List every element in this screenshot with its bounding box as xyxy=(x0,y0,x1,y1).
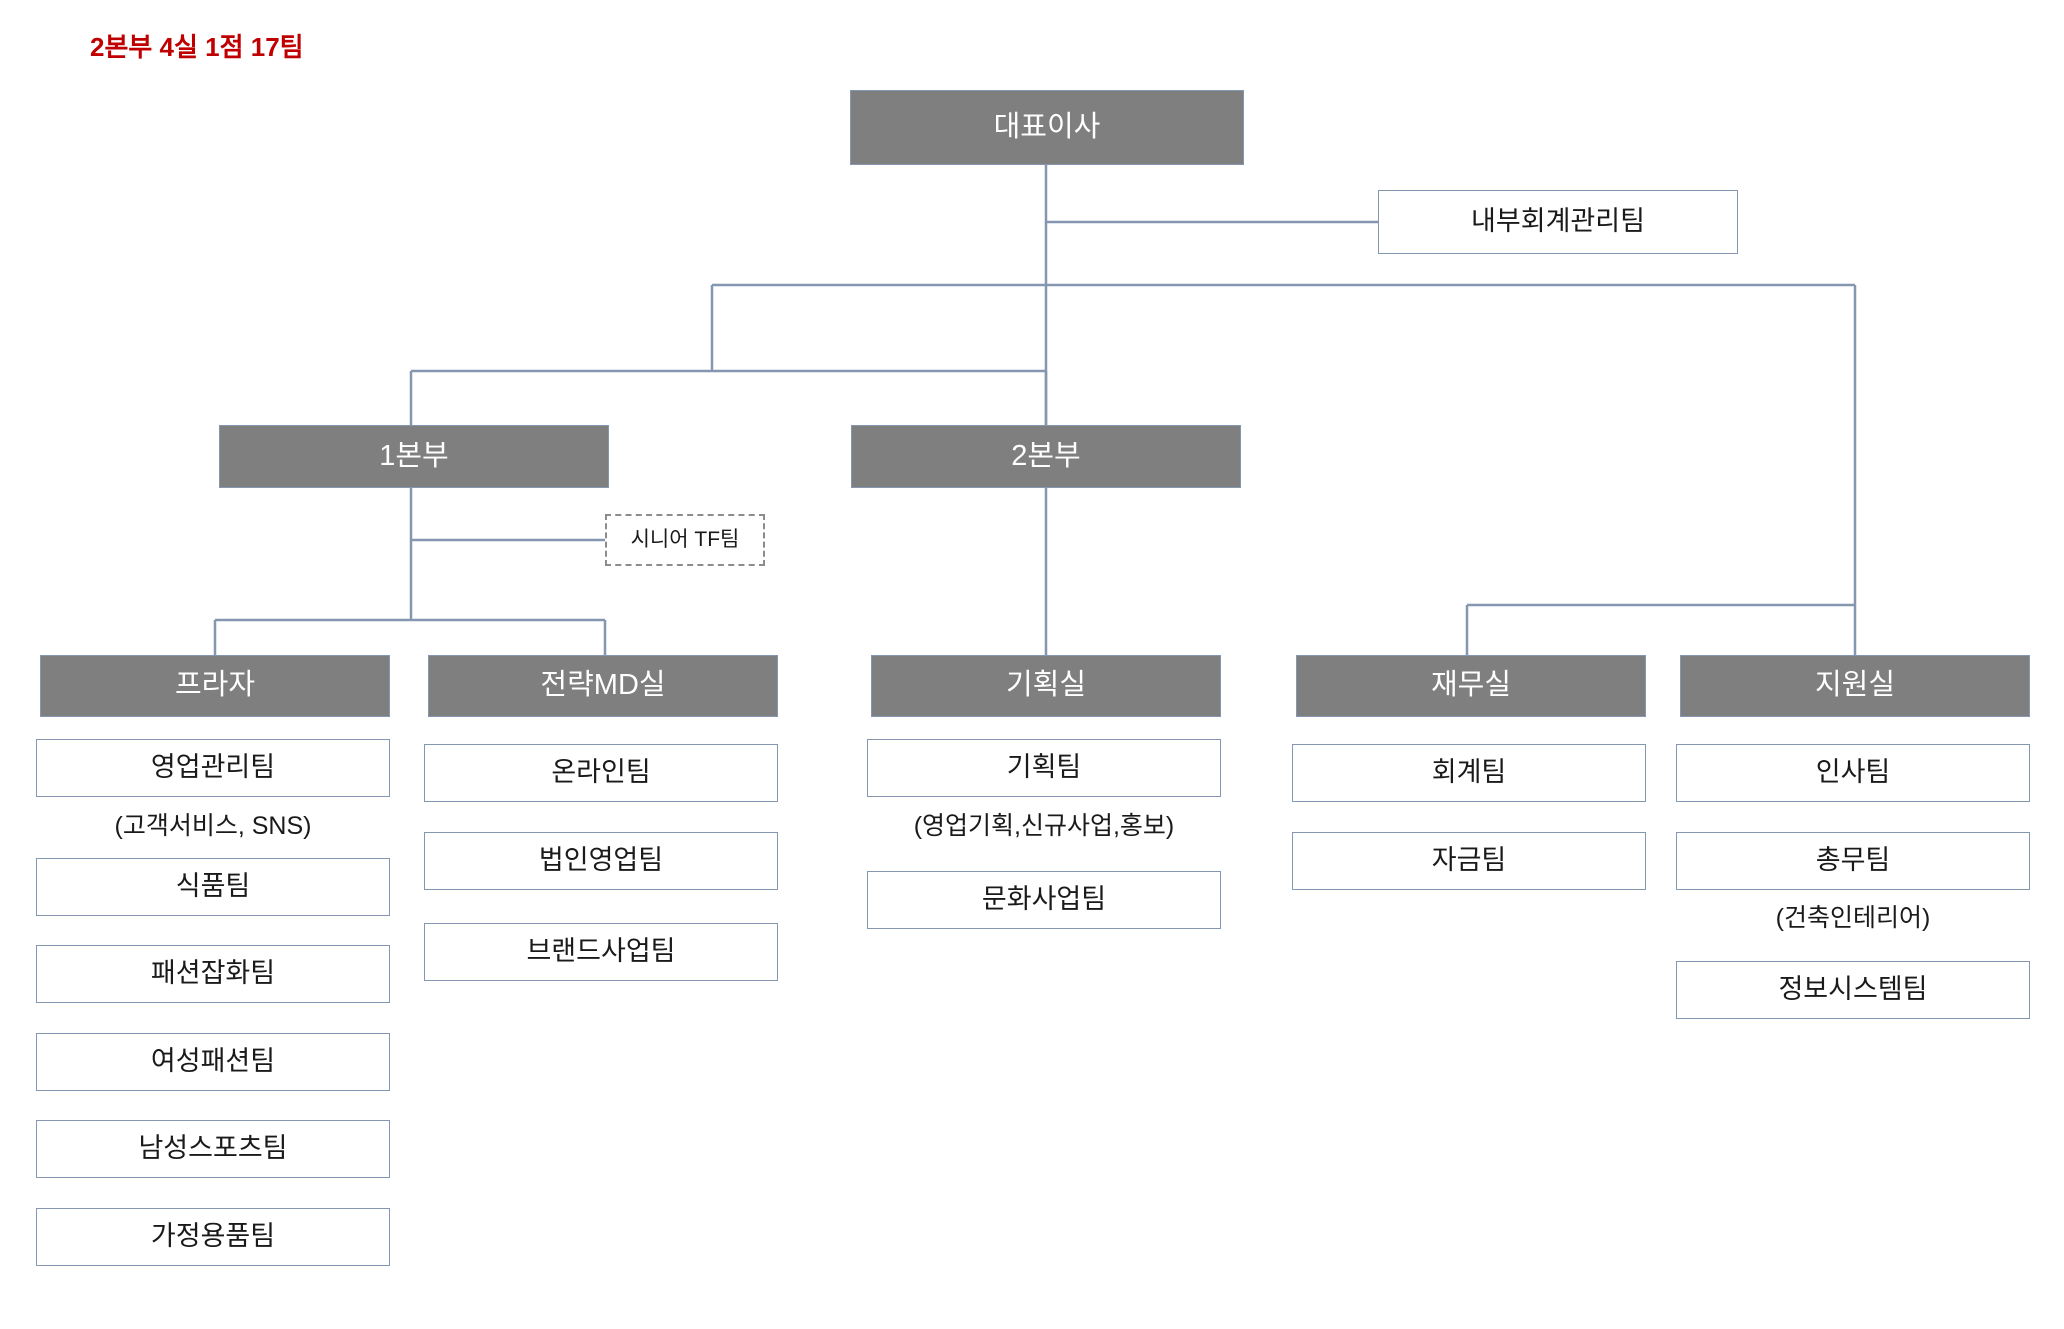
node-team-strategy-md-0[interactable]: 온라인팀 xyxy=(424,744,778,802)
node-label: 인사팀 xyxy=(1815,757,1891,788)
node-label: 브랜드사업팀 xyxy=(526,936,676,967)
node-office-plaza[interactable]: 프라자 xyxy=(40,655,390,717)
node-label: 문화사업팀 xyxy=(981,884,1107,915)
node-label: 영업관리팀 xyxy=(150,752,276,783)
node-office-planning[interactable]: 기획실 xyxy=(871,655,1221,717)
node-team-support-0[interactable]: 인사팀 xyxy=(1676,744,2030,802)
node-team-plaza-0[interactable]: 영업관리팀 xyxy=(36,739,390,797)
node-label: 법인영업팀 xyxy=(538,845,664,876)
node-label: 재무실 xyxy=(1430,669,1512,702)
node-label: 기획팀 xyxy=(1006,752,1082,783)
node-label: 회계팀 xyxy=(1431,757,1507,788)
node-label: 대표이사 xyxy=(993,110,1101,143)
node-internal-accounting-team[interactable]: 내부회계관리팀 xyxy=(1378,190,1738,254)
node-office-support[interactable]: 지원실 xyxy=(1680,655,2030,717)
page-title: 2본부 4실 1점 17팀 xyxy=(90,32,304,62)
node-team-planning-0[interactable]: 기획팀 xyxy=(867,739,1221,797)
node-team-support-3[interactable]: 정보시스템팀 xyxy=(1676,961,2030,1019)
node-label: 전략MD실 xyxy=(540,669,666,702)
node-team-plaza-3[interactable]: 패션잡화팀 xyxy=(36,945,390,1003)
node-caption-plaza-1: (고객서비스, SNS) xyxy=(36,806,390,846)
node-caption-support-2: (건축인테리어) xyxy=(1676,898,2030,938)
node-team-plaza-5[interactable]: 남성스포츠팀 xyxy=(36,1120,390,1178)
node-team-strategy-md-1[interactable]: 법인영업팀 xyxy=(424,832,778,890)
node-team-finance-0[interactable]: 회계팀 xyxy=(1292,744,1646,802)
node-division-2[interactable]: 2본부 xyxy=(851,425,1241,488)
node-label: 자금팀 xyxy=(1431,845,1507,876)
node-team-plaza-4[interactable]: 여성패션팀 xyxy=(36,1033,390,1091)
node-label: 정보시스템팀 xyxy=(1778,974,1928,1005)
node-label: (건축인테리어) xyxy=(1775,903,1931,932)
node-office-strategy-md[interactable]: 전략MD실 xyxy=(428,655,778,717)
node-team-plaza-2[interactable]: 식품팀 xyxy=(36,858,390,916)
node-label: 내부회계관리팀 xyxy=(1471,206,1645,237)
node-division-1[interactable]: 1본부 xyxy=(219,425,609,488)
node-ceo[interactable]: 대표이사 xyxy=(850,90,1244,165)
node-label: 지원실 xyxy=(1814,669,1896,702)
node-label: 2본부 xyxy=(1011,439,1081,472)
node-label: 기획실 xyxy=(1005,669,1087,702)
node-label: 시니어 TF팀 xyxy=(630,527,740,551)
node-label: 여성패션팀 xyxy=(150,1046,276,1077)
node-label: (영업기획,신규사업,홍보) xyxy=(913,811,1175,840)
node-team-strategy-md-2[interactable]: 브랜드사업팀 xyxy=(424,923,778,981)
node-label: 패션잡화팀 xyxy=(150,958,276,989)
node-senior-tf-team[interactable]: 시니어 TF팀 xyxy=(605,514,765,566)
node-label: 프라자 xyxy=(174,669,256,702)
node-label: 온라인팀 xyxy=(551,757,651,788)
node-team-support-1[interactable]: 총무팀 xyxy=(1676,832,2030,890)
node-team-planning-2[interactable]: 문화사업팀 xyxy=(867,871,1221,929)
node-team-plaza-6[interactable]: 가정용품팀 xyxy=(36,1208,390,1266)
node-label: (고객서비스, SNS) xyxy=(114,811,312,840)
node-label: 식품팀 xyxy=(175,871,251,902)
node-label: 가정용품팀 xyxy=(150,1221,276,1252)
node-office-finance[interactable]: 재무실 xyxy=(1296,655,1646,717)
node-caption-planning-1: (영업기획,신규사업,홍보) xyxy=(867,806,1221,846)
node-label: 1본부 xyxy=(379,439,449,472)
node-team-finance-1[interactable]: 자금팀 xyxy=(1292,832,1646,890)
node-label: 남성스포츠팀 xyxy=(138,1133,288,1164)
node-label: 총무팀 xyxy=(1815,845,1891,876)
